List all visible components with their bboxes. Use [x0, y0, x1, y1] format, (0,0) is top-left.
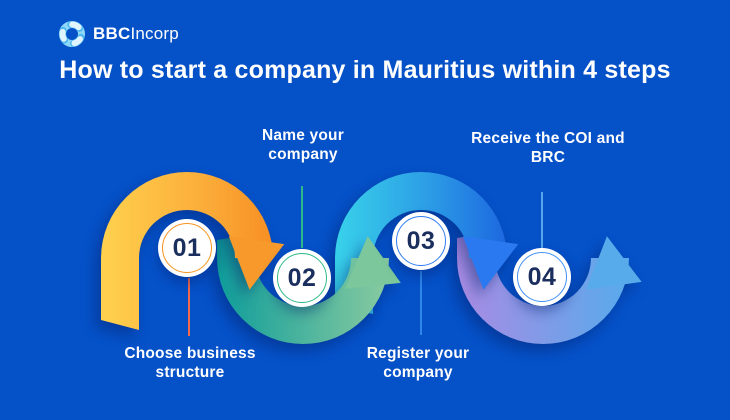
step4-label: Receive the COI and BRC: [471, 130, 625, 166]
step3-arrow-icon: [462, 236, 519, 290]
step4-ribbon: [457, 232, 642, 344]
step1-ring: [162, 223, 212, 273]
step4-number: 04: [527, 262, 557, 291]
step2-arrow-icon: [345, 236, 401, 289]
step3-number-badge: 03: [392, 212, 450, 270]
step3-ring: [396, 216, 446, 266]
step1-arrow-icon: [228, 236, 285, 290]
step4-arrow-icon: [586, 236, 642, 290]
step2-ribbon: [217, 234, 401, 344]
step3-number: 03: [406, 226, 436, 255]
step1-ribbon: [101, 172, 285, 330]
step2-number-badge: 02: [273, 249, 331, 307]
brand-name: BBCIncorp: [93, 24, 179, 44]
step1-label: Choose business structure: [124, 345, 256, 381]
step4-ring: [517, 252, 567, 302]
step4-number-badge: 04: [513, 248, 571, 306]
step3-label: Register your company: [366, 345, 470, 381]
step3-connector-line: [420, 271, 422, 335]
swirl-logo-icon: [58, 20, 86, 48]
page-title: How to start a company in Mauritius with…: [59, 56, 671, 84]
step1-connector-line: [188, 278, 190, 336]
step2-connector-line: [301, 186, 303, 248]
step1-number: 01: [172, 233, 202, 262]
brand-name-light: Incorp: [130, 24, 179, 43]
step3-ribbon: [335, 172, 519, 314]
step1-number-badge: 01: [158, 219, 216, 277]
step2-number: 02: [287, 263, 317, 292]
step2-label: Name your company: [262, 127, 344, 163]
brand-logo: BBCIncorp: [58, 20, 179, 48]
step2-ring: [277, 253, 327, 303]
step4-connector-line: [541, 192, 543, 251]
brand-name-bold: BBC: [93, 24, 131, 43]
